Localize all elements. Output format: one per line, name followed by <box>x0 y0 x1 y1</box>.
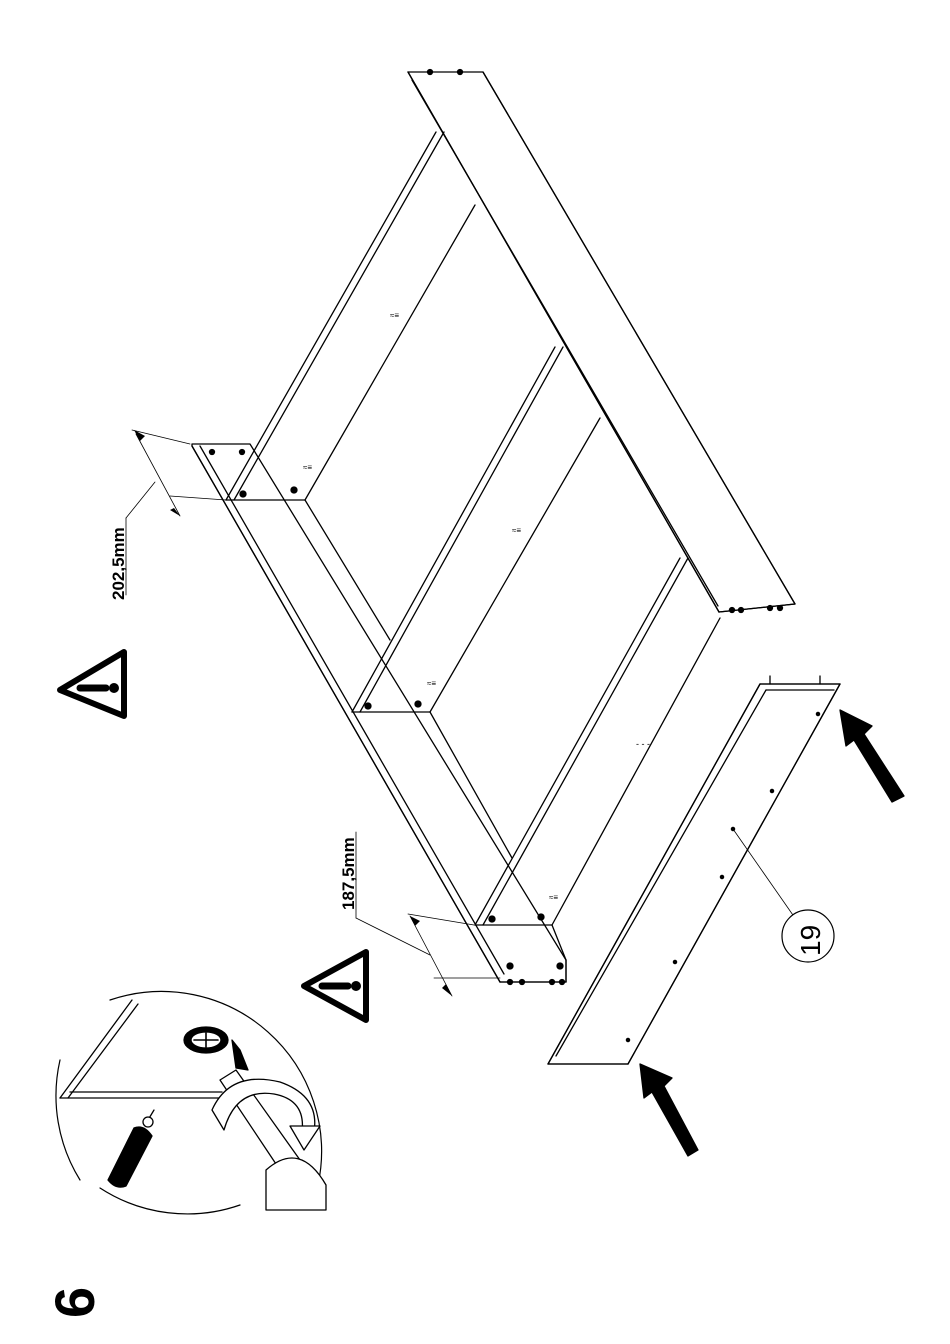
svg-text:- - -: - - - <box>636 739 650 749</box>
push-arrow-icon <box>840 710 904 802</box>
svg-text:≈≡: ≈≡ <box>390 311 399 320</box>
foot-board <box>548 676 840 1064</box>
left-side-board <box>192 444 566 985</box>
warning-triangle-icon <box>304 952 366 1020</box>
dimension-label-upper: 202,5mm <box>109 527 128 600</box>
svg-text:≈≡: ≈≡ <box>549 893 558 902</box>
right-side-board <box>408 70 795 613</box>
svg-text:≈≡: ≈≡ <box>427 679 436 688</box>
svg-text:≈≡: ≈≡ <box>303 463 312 472</box>
step-number: 6 <box>43 1287 106 1318</box>
small-screwdriver-icon <box>108 1110 154 1187</box>
cam-lock-icon <box>184 1027 228 1053</box>
dimension-label-lower: 187,5mm <box>339 837 358 910</box>
part-number-label: 19 <box>795 925 826 956</box>
svg-text:≈≡: ≈≡ <box>512 526 521 535</box>
warning-triangle-icon <box>60 652 124 716</box>
push-arrow-icon <box>640 1064 698 1156</box>
